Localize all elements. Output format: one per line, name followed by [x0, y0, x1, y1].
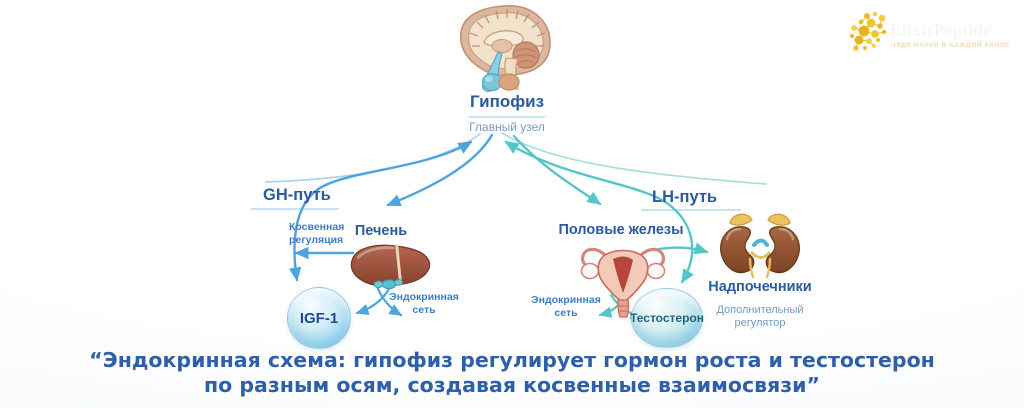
arrow-lh-axis-bidirectional: [504, 140, 694, 284]
liver-illustration: [350, 244, 431, 290]
gh-network-label: Эндокринная сеть: [389, 291, 459, 316]
lh-network-label: Эндокринная сеть: [531, 294, 601, 319]
testosterone-label: Тестостерон: [630, 311, 704, 325]
arrow-pituitary-to-liver: [386, 133, 494, 207]
hub-title: Гипофиз: [469, 92, 545, 111]
molecule-icon: [849, 11, 887, 51]
hub-subtitle: Главный узел: [469, 120, 545, 134]
gh-path-label: GH-путь: [263, 186, 331, 204]
adrenals-illustration: [720, 213, 800, 279]
arrow-gonads-to-adrenals: [657, 242, 709, 255]
igf1-label: IGF-1: [299, 309, 339, 327]
arrow-gh-axis-bidirectional: [288, 140, 473, 282]
brand-name: ElixirPeptide: [890, 20, 992, 40]
brand-tagline: ЧУДО НАУКИ В КАЖДОЙ КАПЛЕ: [891, 42, 1010, 49]
adrenal-label: Надпочечники: [708, 279, 812, 295]
testosterone-node: Тестостерон: [630, 288, 704, 348]
brain-illustration: [459, 5, 551, 92]
igf1-node: IGF-1: [287, 287, 351, 349]
lh-path-label: LH-путь: [652, 188, 718, 206]
brand-logo: ElixirPeptide ЧУДО НАУКИ В КАЖДОЙ КАПЛЕ: [844, 6, 1014, 58]
arrow-pituitary-to-lh-label: [501, 132, 767, 185]
liver-label: Печень: [354, 223, 408, 239]
arrow-pituitary-to-gonads: [512, 134, 602, 206]
gh-indirect-label: Косвенная регуляция: [289, 221, 345, 246]
quote-line-1: “Эндокринная схема: гипофиз регулирует г…: [89, 348, 935, 372]
gonads-label: Половые железы: [558, 222, 684, 238]
gonads-illustration: [580, 247, 666, 318]
adrenal-subtitle: Дополнительный регулятор: [716, 304, 804, 329]
quote-line-2: по разным осям, создавая косвенные взаим…: [203, 373, 821, 397]
